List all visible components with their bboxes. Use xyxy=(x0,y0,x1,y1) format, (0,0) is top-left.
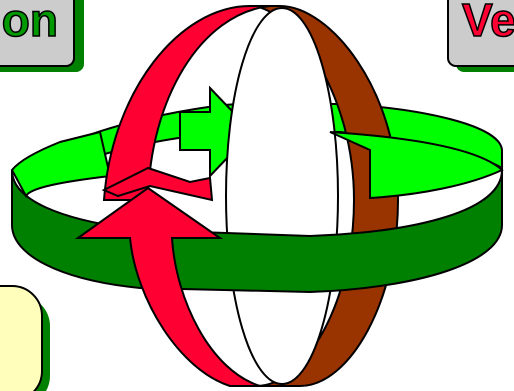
right-label-box: Ve xyxy=(448,0,514,72)
note-box-face xyxy=(0,286,42,391)
vertical-ring-hole xyxy=(226,8,338,384)
right-label-text: Ve xyxy=(462,0,514,46)
note-box xyxy=(0,286,50,391)
left-label-box: on xyxy=(0,0,84,72)
green-ring-front-top xyxy=(12,132,110,196)
left-label-text: on xyxy=(2,0,58,46)
